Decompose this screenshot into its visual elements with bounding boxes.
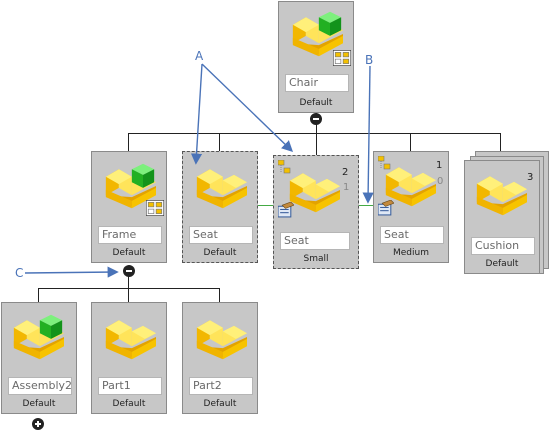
connector	[410, 133, 411, 151]
node-name[interactable]: Seat	[380, 226, 444, 244]
configuration-name: Default	[299, 98, 333, 108]
connector	[500, 133, 501, 151]
node-seat-default[interactable]: Seat Default	[182, 151, 258, 263]
configuration-name: Default	[112, 399, 146, 409]
configuration-name: Default	[112, 248, 146, 258]
connector	[38, 288, 220, 289]
connector	[219, 288, 220, 302]
node-name[interactable]: Part2	[189, 377, 253, 395]
instance-subcount: 0	[437, 176, 444, 187]
configuration-name: Default	[203, 399, 237, 409]
connector	[219, 133, 220, 151]
connector	[38, 288, 39, 302]
config-link	[257, 205, 273, 206]
node-name[interactable]: Assembly2	[8, 377, 72, 395]
connector	[316, 133, 317, 155]
instance-count: 1	[436, 160, 443, 171]
node-name[interactable]: Part1	[98, 377, 162, 395]
collapse-icon[interactable]	[310, 113, 322, 125]
node-assembly2[interactable]: Assembly2 Default	[1, 302, 77, 414]
connector	[128, 288, 129, 302]
node-part1[interactable]: Part1 Default	[91, 302, 167, 414]
node-seat-small[interactable]: 2 1 Seat Small	[273, 155, 359, 269]
node-chair[interactable]: Chair Default	[278, 1, 354, 113]
expand-icon[interactable]	[32, 418, 44, 430]
collapse-icon[interactable]	[123, 265, 135, 277]
node-name[interactable]: Cushion	[471, 237, 535, 255]
instance-count: 3	[527, 172, 534, 183]
callout-a-arrow-2	[201, 63, 294, 152]
node-part2[interactable]: Part2 Default	[182, 302, 258, 414]
node-name[interactable]: Seat	[189, 226, 253, 244]
callout-c: C	[15, 266, 24, 280]
connector	[128, 133, 129, 151]
instance-subcount: 1	[343, 182, 350, 193]
config-link	[359, 205, 374, 206]
configuration-name: Small	[303, 254, 329, 264]
callout-a-arrow-1	[190, 63, 203, 165]
configuration-tree-icon	[278, 160, 291, 174]
configuration-tree-icon	[378, 156, 391, 170]
configuration-name: Default	[203, 248, 237, 258]
node-cushion[interactable]: 3 Cushion Default	[464, 160, 540, 274]
configuration-name: Default	[22, 399, 56, 409]
connector	[128, 133, 500, 134]
callout-a: A	[195, 49, 204, 63]
instance-count: 2	[342, 167, 349, 178]
callout-b: B	[365, 53, 374, 67]
node-name[interactable]: Chair	[285, 74, 349, 92]
node-frame[interactable]: Frame Default	[91, 151, 167, 263]
node-seat-medium[interactable]: 1 0 Seat Medium	[373, 151, 449, 263]
configuration-name: Default	[485, 259, 519, 269]
callout-b-arrow	[362, 65, 374, 204]
node-name[interactable]: Frame	[98, 226, 162, 244]
node-name[interactable]: Seat	[280, 232, 350, 250]
configuration-name: Medium	[393, 248, 429, 258]
connector	[128, 274, 129, 288]
callout-c-arrow	[24, 266, 119, 278]
